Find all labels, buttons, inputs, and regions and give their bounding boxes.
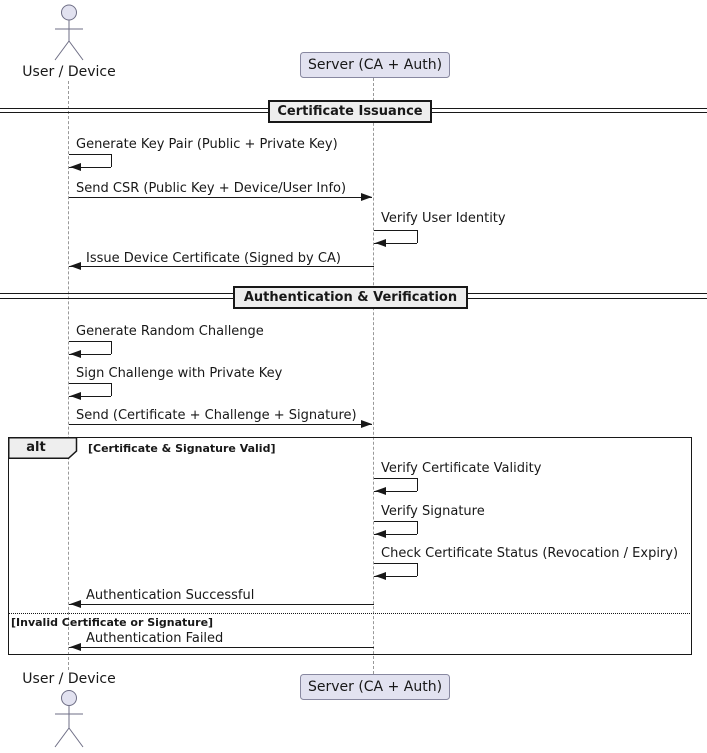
self-message-arrow [69,341,111,342]
self-message-arrow [374,243,417,244]
actor-user-label-bottom: User / Device [22,671,116,687]
message-verify-user-identity-label: Verify User Identity [381,211,506,226]
message-generate-challenge-label: Generate Random Challenge [76,324,264,339]
self-message-arrow [417,521,418,534]
self-message-arrow [69,383,111,384]
message-sign-challenge-label: Sign Challenge with Private Key [76,366,283,381]
self-message-arrow [374,534,417,535]
self-message-arrow [374,491,417,492]
actor-icon [54,4,84,61]
divider-label: Authentication & Verification [243,290,458,305]
self-message-arrow [111,383,112,396]
message-auth-failed-label: Authentication Failed [86,631,224,646]
participant-label: Server (CA + Auth) [307,679,443,695]
self-message-arrow [69,154,111,155]
alt-operator-label: alt [26,440,46,455]
actor-user-label-top: User / Device [22,64,116,80]
message-send-csr-label: Send CSR (Public Key + Device/User Info) [76,181,347,196]
message-send-cert-challenge-sig-label: Send (Certificate + Challenge + Signatur… [76,408,357,423]
actor-icon [54,690,84,748]
arrowhead-left-icon [70,643,81,651]
self-message-arrow [111,341,112,354]
arrowhead-left-icon [375,530,386,538]
arrowhead-left-icon [375,239,386,247]
message-arrow [69,604,374,605]
message-check-cert-status-label: Check Certificate Status (Revocation / E… [381,546,679,561]
self-message-arrow [374,521,417,522]
arrowhead-right-icon [361,420,372,428]
arrowhead-left-icon [70,392,81,400]
alt-guard-valid: [Certificate & Signature Valid] [88,442,276,455]
participant-label: Server (CA + Auth) [307,57,443,73]
participant-server-bottom: Server (CA + Auth) [300,674,450,700]
self-message-arrow [374,230,417,231]
arrowhead-left-icon [70,163,81,171]
self-message-arrow [111,154,112,167]
arrowhead-right-icon [361,193,372,201]
divider-authentication-verification: Authentication & Verification [233,286,468,309]
message-verify-cert-validity-label: Verify Certificate Validity [381,461,542,476]
arrowhead-left-icon [70,350,81,358]
arrowhead-left-icon [70,600,81,608]
self-message-arrow [69,354,111,355]
self-message-arrow [374,576,417,577]
self-message-arrow [374,563,417,564]
message-issue-certificate-label: Issue Device Certificate (Signed by CA) [86,251,341,266]
alt-operator-pentagon [8,437,78,459]
arrowhead-left-icon [375,487,386,495]
self-message-arrow [417,230,418,243]
divider-certificate-issuance: Certificate Issuance [268,100,432,123]
message-verify-signature-label: Verify Signature [381,504,485,519]
self-message-arrow [69,167,111,168]
alt-guard-invalid: [Invalid Certificate or Signature] [11,616,214,629]
message-arrow [69,197,372,198]
alt-else-divider [8,613,692,614]
message-arrow [69,424,372,425]
lifeline-server [373,78,374,674]
arrowhead-left-icon [70,262,81,270]
message-arrow [69,266,374,267]
alt-frame [8,437,692,655]
arrowhead-left-icon [375,572,386,580]
message-arrow [69,647,374,648]
divider-label: Certificate Issuance [277,104,423,119]
self-message-arrow [417,478,418,491]
message-auth-successful-label: Authentication Successful [86,588,255,603]
message-generate-key-pair-label: Generate Key Pair (Public + Private Key) [76,137,338,152]
self-message-arrow [374,478,417,479]
participant-server-top: Server (CA + Auth) [300,52,450,78]
self-message-arrow [69,396,111,397]
self-message-arrow [417,563,418,576]
lifeline-user [68,81,69,670]
